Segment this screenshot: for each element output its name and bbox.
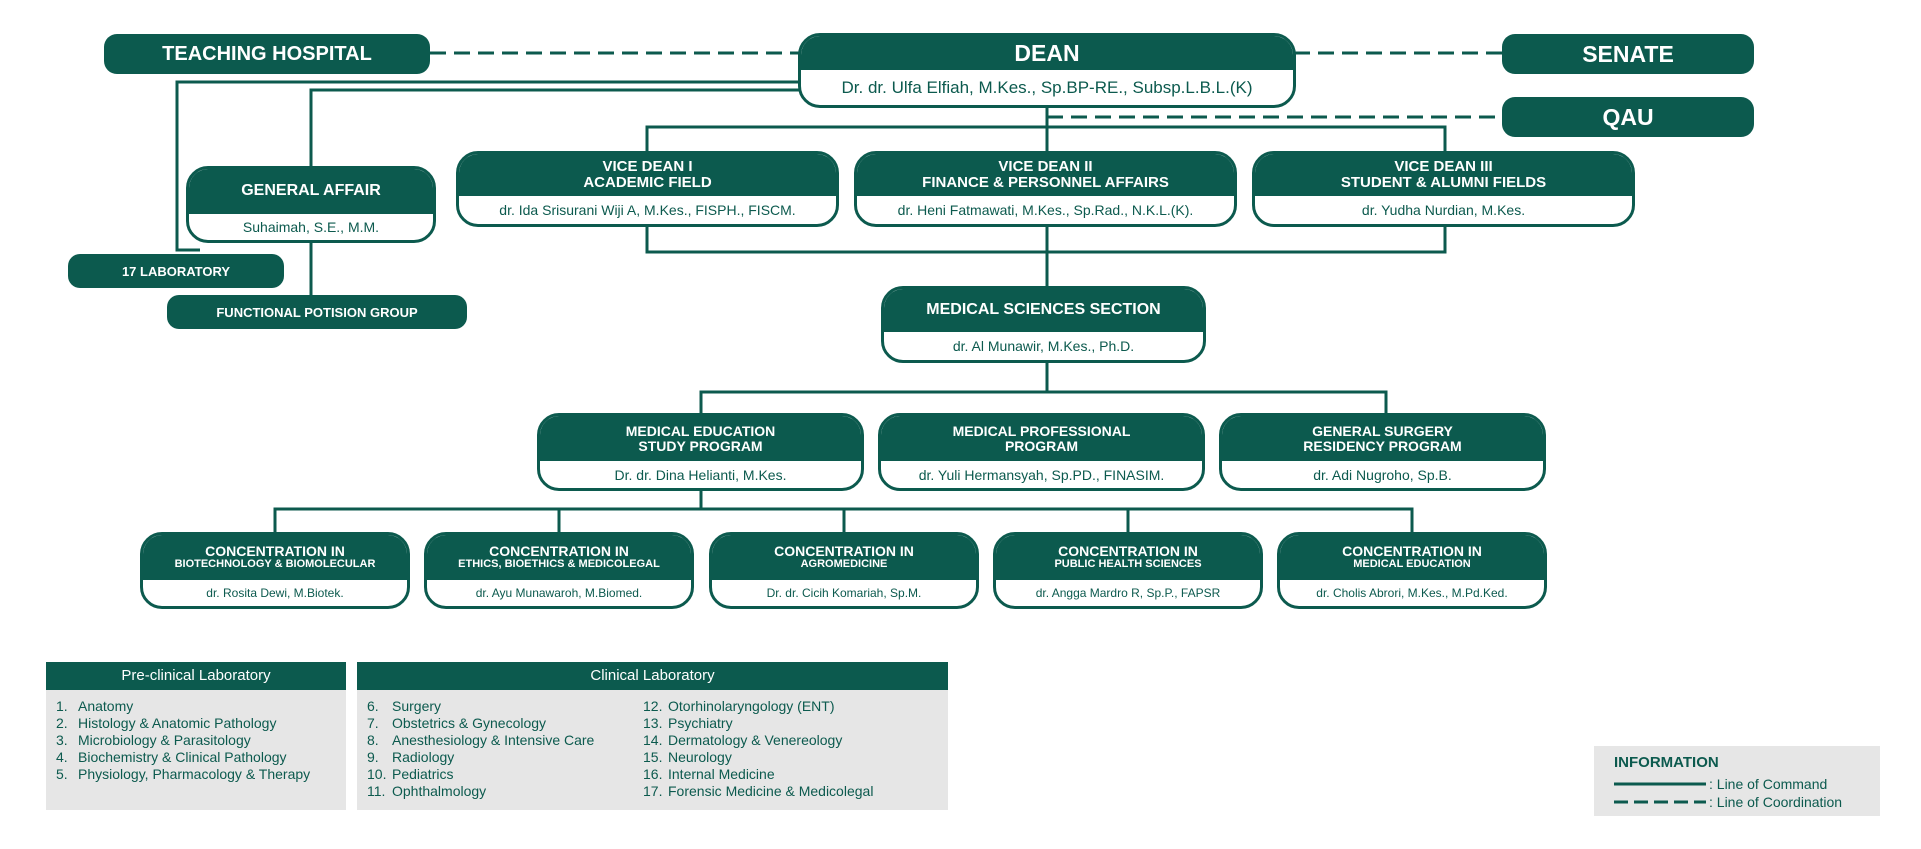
clinical-laboratory-panel: Clinical Laboratory 6.Surgery 7.Obstetri… xyxy=(357,662,948,810)
information-legend: INFORMATION : Line of Command : Line of … xyxy=(1594,746,1880,816)
program-2-name: dr. Yuli Hermansyah, Sp.PD., FINASIM. xyxy=(918,466,1165,483)
list-item: 9.Radiology xyxy=(367,749,455,765)
concentration-1-field: BIOTECHNOLOGY & BIOMOLECULAR xyxy=(174,558,376,571)
vice-dean-3-field: STUDENT & ALUMNI FIELDS xyxy=(1340,174,1547,191)
general-affair-box: GENERAL AFFAIR Suhaimah, S.E., M.M. xyxy=(186,166,436,243)
dean-title: DEAN xyxy=(1014,39,1080,66)
vice-dean-2-title: VICE DEAN II xyxy=(998,158,1093,176)
concentration-3-name: Dr. dr. Cicih Komariah, Sp.M. xyxy=(766,586,922,600)
dean-name: Dr. dr. Ulfa Elfiah, M.Kes., Sp.BP-RE., … xyxy=(841,77,1253,97)
vice-dean-1-name: dr. Ida Srisurani Wiji A, M.Kes., FISPH.… xyxy=(499,202,796,218)
solid-line-icon xyxy=(1614,782,1706,786)
list-item: 4.Biochemistry & Clinical Pathology xyxy=(56,749,287,765)
clinical-title: Clinical Laboratory xyxy=(357,662,948,690)
concentration-5-field: MEDICAL EDUCATION xyxy=(1353,558,1471,571)
legend-coordination: : Line of Coordination xyxy=(1614,794,1842,810)
program-3-title: GENERAL SURGERY xyxy=(1312,422,1453,439)
preclinical-title: Pre-clinical Laboratory xyxy=(46,662,346,690)
list-item: 7.Obstetrics & Gynecology xyxy=(367,715,547,731)
legend-title: INFORMATION xyxy=(1614,754,1719,771)
teaching-hospital-box: TEACHING HOSPITAL xyxy=(104,34,430,74)
concentration-5-title: CONCENTRATION IN xyxy=(1342,543,1482,560)
list-item: 13.Psychiatry xyxy=(643,715,733,731)
concentration-4-name: dr. Angga Mardro R, Sp.P., FAPSR xyxy=(1035,586,1221,600)
general-affair-name: Suhaimah, S.E., M.M. xyxy=(242,219,380,235)
preclinical-laboratory-panel: Pre-clinical Laboratory 1.Anatomy 2.Hist… xyxy=(46,662,346,810)
list-item: 15.Neurology xyxy=(643,749,732,765)
dashed-line-icon xyxy=(1614,800,1706,804)
list-item: 10.Pediatrics xyxy=(367,766,454,782)
program-3-name: dr. Adi Nugroho, Sp.B. xyxy=(1313,466,1452,483)
program-1-name: Dr. dr. Dina Helianti, M.Kes. xyxy=(614,466,787,483)
vice-dean-2-field: FINANCE & PERSONNEL AFFAIRS xyxy=(922,174,1169,191)
section-title: MEDICAL SCIENCES SECTION xyxy=(926,301,1161,319)
list-item: 6.Surgery xyxy=(367,698,442,714)
list-item: 1.Anatomy xyxy=(56,698,134,714)
section-name: dr. Al Munawir, M.Kes., Ph.D. xyxy=(952,338,1135,354)
list-item: 16.Internal Medicine xyxy=(643,766,775,782)
vice-dean-1-title: VICE DEAN I xyxy=(602,158,693,176)
list-item: 3.Microbiology & Parasitology xyxy=(56,732,251,748)
dean-box: DEAN Dr. dr. Ulfa Elfiah, M.Kes., Sp.BP-… xyxy=(798,33,1296,108)
program-2-title: MEDICAL PROFESSIONAL xyxy=(952,422,1131,439)
concentration-4-title: CONCENTRATION IN xyxy=(1058,543,1198,560)
list-item: 2.Histology & Anatomic Pathology xyxy=(56,715,277,731)
concentration-3-title: CONCENTRATION IN xyxy=(774,543,914,560)
list-item: 11.Ophthalmology xyxy=(367,783,487,799)
general-affair-title: GENERAL AFFAIR xyxy=(241,182,381,200)
vice-dean-3-title: VICE DEAN III xyxy=(1394,158,1493,176)
list-item: 14.Dermatology & Venereology xyxy=(643,732,843,748)
medical-sciences-section-box: MEDICAL SCIENCES SECTION dr. Al Munawir,… xyxy=(881,286,1206,363)
concentration-2-name: dr. Ayu Munawaroh, M.Biomed. xyxy=(475,586,643,600)
concentration-2-field: ETHICS, BIOETHICS & MEDICOLEGAL xyxy=(458,558,660,571)
program-1-subtitle: STUDY PROGRAM xyxy=(638,437,763,454)
concentration-4-field: PUBLIC HEALTH SCIENCES xyxy=(1054,558,1202,571)
list-item: 12.Otorhinolaryngology (ENT) xyxy=(643,698,835,714)
legend-command: : Line of Command xyxy=(1614,776,1827,792)
list-item: 17.Forensic Medicine & Medicolegal xyxy=(643,783,874,799)
functional-position-box: FUNCTIONAL POTISION GROUP xyxy=(167,295,467,329)
senate-box: SENATE xyxy=(1502,34,1754,74)
concentration-2-title: CONCENTRATION IN xyxy=(489,543,629,560)
list-item: 8.Anesthesiology & Intensive Care xyxy=(367,732,595,748)
concentration-1-title: CONCENTRATION IN xyxy=(205,543,345,560)
program-3-subtitle: RESIDENCY PROGRAM xyxy=(1303,437,1462,454)
vice-dean-1-field: ACADEMIC FIELD xyxy=(583,174,712,191)
program-1-title: MEDICAL EDUCATION xyxy=(625,422,776,439)
concentration-5-name: dr. Cholis Abrori, M.Kes., M.Pd.Ked. xyxy=(1316,586,1508,600)
list-item: 5.Physiology, Pharmacology & Therapy xyxy=(56,766,311,782)
vice-dean-3-name: dr. Yudha Nurdian, M.Kes. xyxy=(1361,202,1526,218)
concentration-1-name: dr. Rosita Dewi, M.Biotek. xyxy=(206,586,344,600)
qau-box: QAU xyxy=(1502,97,1754,137)
laboratory-box: 17 LABORATORY xyxy=(68,254,284,288)
program-2-subtitle: PROGRAM xyxy=(1004,437,1079,454)
vice-dean-2-name: dr. Heni Fatmawati, M.Kes., Sp.Rad., N.K… xyxy=(897,202,1194,218)
concentration-3-field: AGROMEDICINE xyxy=(800,558,888,571)
